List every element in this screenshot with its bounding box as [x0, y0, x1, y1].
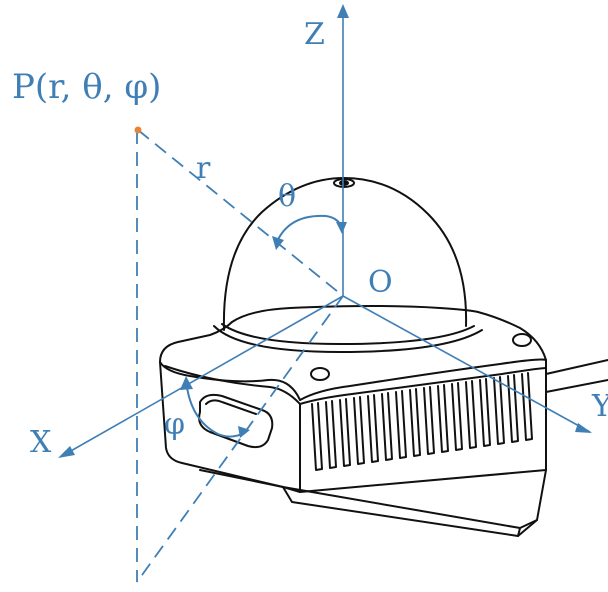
- projection-base-dashed-line: [136, 295, 344, 583]
- heat-sink-fins: [311, 372, 533, 471]
- camera-base-leg: [517, 527, 521, 537]
- camera-cable-top: [545, 359, 608, 375]
- camera-body-top-right-2: [299, 367, 547, 405]
- labels: P(r, θ, φ) Z X Y O r θ φ: [12, 17, 608, 460]
- theta-arrowhead: [336, 222, 347, 234]
- radius-label: r: [196, 151, 211, 186]
- theta-label: θ: [278, 179, 296, 214]
- y-axis-arrowhead: [575, 423, 592, 433]
- construction-lines: [136, 129, 344, 583]
- x-axis-line: [61, 295, 344, 457]
- side-slot: [198, 393, 274, 449]
- dome-camera-icon: [159, 177, 608, 537]
- theta-arrowhead-start: [272, 236, 284, 250]
- screw-hole-left: [310, 367, 330, 381]
- coordinate-axes: [58, 4, 592, 458]
- camera-body-top-back-2: [231, 305, 479, 323]
- angle-arcs: [180, 214, 347, 438]
- side-slot-inner: [205, 399, 257, 415]
- y-axis-line: [342, 295, 591, 433]
- phi-arrowhead-end: [238, 426, 250, 438]
- origin-label: O: [368, 265, 393, 300]
- point-label: P(r, θ, φ): [12, 67, 161, 107]
- screw-hole-right: [512, 333, 532, 347]
- point-dot-icon: [134, 126, 142, 134]
- dome-top-hole-inner: [339, 180, 349, 186]
- dome-top-hole: [333, 178, 355, 188]
- camera-body-top-back: [477, 311, 547, 361]
- camera-base-lower-edge: [282, 486, 538, 537]
- camera-body-top-right: [299, 358, 547, 401]
- camera-body-front: [159, 361, 301, 493]
- dome-seat-ring: [213, 325, 483, 353]
- y-axis-label: Y: [591, 389, 608, 424]
- camera-cable-bottom: [545, 379, 608, 393]
- camera-body-top-rim: [159, 321, 233, 363]
- camera-body-top-front: [159, 361, 301, 401]
- dome-seat-ring-2: [221, 323, 475, 345]
- camera-body-side-right: [299, 359, 547, 493]
- z-axis-label: Z: [304, 17, 325, 52]
- radius-dashed-line: [137, 129, 344, 297]
- x-axis-label: X: [30, 425, 52, 460]
- phi-arrowhead-start: [180, 376, 193, 390]
- theta-arc: [275, 214, 327, 245]
- camera-body-top-rim-2: [164, 365, 301, 405]
- phi-arc: [185, 379, 247, 438]
- phi-label: φ: [164, 407, 185, 442]
- x-axis-arrowhead: [58, 446, 75, 458]
- z-axis-arrowhead: [337, 4, 349, 18]
